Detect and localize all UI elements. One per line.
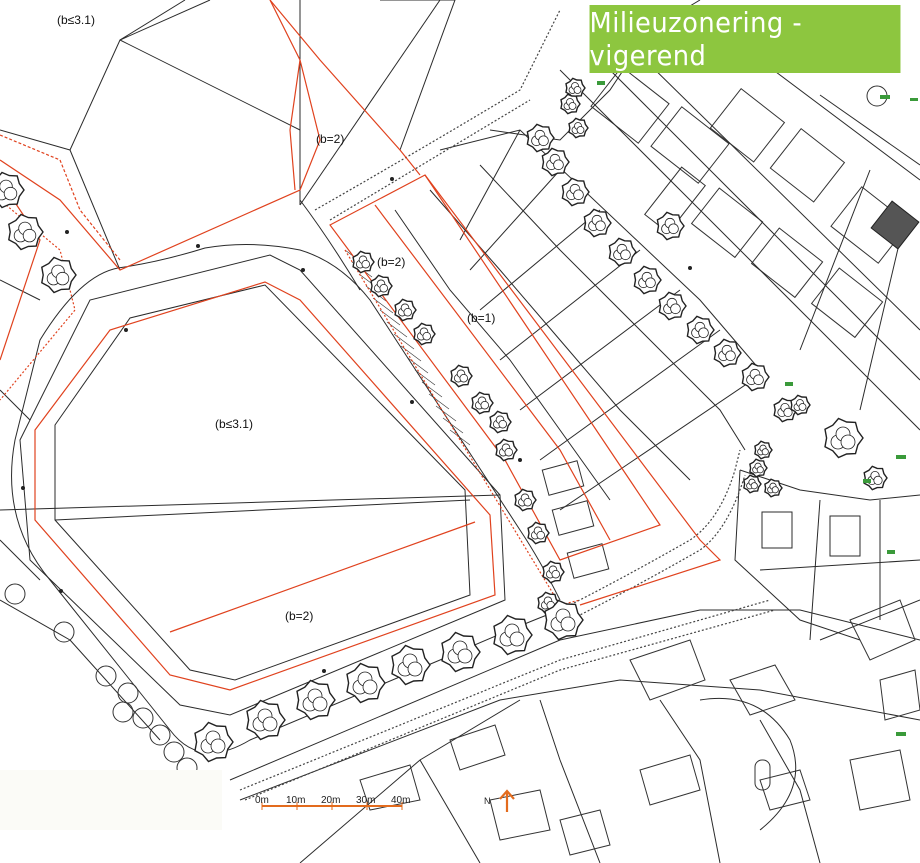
- zoning-boundaries: [0, 0, 722, 691]
- tree-icon: [542, 560, 565, 584]
- tree-icon: [370, 274, 393, 298]
- tree-icon: [471, 391, 494, 415]
- survey-points: [21, 177, 692, 673]
- tree-icon: [493, 614, 533, 656]
- tree-icon: [561, 177, 590, 207]
- scale-label-40: 40m: [391, 795, 410, 806]
- tree-icon: [514, 488, 537, 512]
- tree-icon: [686, 315, 715, 345]
- tree-icon: [764, 478, 783, 498]
- zone-label-topleft: (b≤3.1): [57, 13, 95, 27]
- zone-label-strip: (b=2): [377, 255, 405, 269]
- north-arrow-icon: [499, 789, 515, 812]
- tree-icon: [754, 440, 773, 460]
- scale-label-20: 20m: [321, 795, 340, 806]
- hedge-bands: [239, 9, 776, 801]
- tree-icon: [8, 213, 44, 251]
- tree-icon: [658, 291, 687, 321]
- tree-icon: [394, 298, 417, 322]
- tree-icon: [863, 465, 888, 491]
- tree-icon: [413, 322, 436, 346]
- tree-icon: [824, 417, 864, 459]
- north-arrow: N: [484, 789, 515, 812]
- north-label: N: [484, 796, 491, 806]
- tree-icon: [296, 679, 336, 721]
- zone-label-housing: (b=1): [467, 311, 495, 325]
- hatched-roof: [870, 200, 920, 250]
- tree-icon: [450, 364, 473, 388]
- tree-icon: [743, 474, 762, 494]
- tree-icon: [565, 77, 586, 99]
- scale-label-10: 10m: [286, 795, 305, 806]
- tree-icon: [790, 394, 811, 416]
- tree-icon: [495, 438, 518, 462]
- tree-icon: [441, 631, 481, 673]
- tree-icon: [713, 338, 742, 368]
- tree-icon: [489, 410, 512, 434]
- map-title: Milieuzonering - vigerend: [589, 5, 901, 73]
- tree-icon: [741, 362, 770, 392]
- legend-blank-area: [0, 770, 222, 830]
- tree-icon: [656, 211, 685, 241]
- scale-label-0: 0m: [255, 795, 269, 806]
- tree-icon: [0, 171, 25, 209]
- tree-icon: [346, 662, 386, 704]
- tree-canopies: [0, 77, 888, 763]
- zone-label-field: (b≤3.1): [215, 417, 253, 431]
- tree-icon: [391, 644, 431, 686]
- zone-label-topcenter: (b=2): [316, 132, 344, 146]
- tree-icon: [560, 93, 581, 115]
- zone-label-fieldsouth: (b=2): [285, 609, 313, 623]
- tree-icon: [633, 265, 662, 295]
- tree-icon: [246, 699, 286, 741]
- scale-label-30: 30m: [356, 795, 375, 806]
- tree-icon: [41, 256, 77, 294]
- tree-icon: [352, 250, 375, 274]
- tree-icon: [541, 147, 570, 177]
- tree-icon: [583, 208, 612, 238]
- tree-icon: [527, 521, 550, 545]
- scale-bar: 0m 10m 20m 30m 40m: [255, 795, 410, 810]
- tree-icon: [526, 123, 555, 153]
- green-markers: [597, 81, 918, 736]
- tree-icon: [194, 721, 234, 763]
- tree-icon: [544, 599, 584, 641]
- tree-icon: [608, 237, 637, 267]
- tree-icon: [749, 458, 768, 478]
- tree-icon: [568, 117, 589, 139]
